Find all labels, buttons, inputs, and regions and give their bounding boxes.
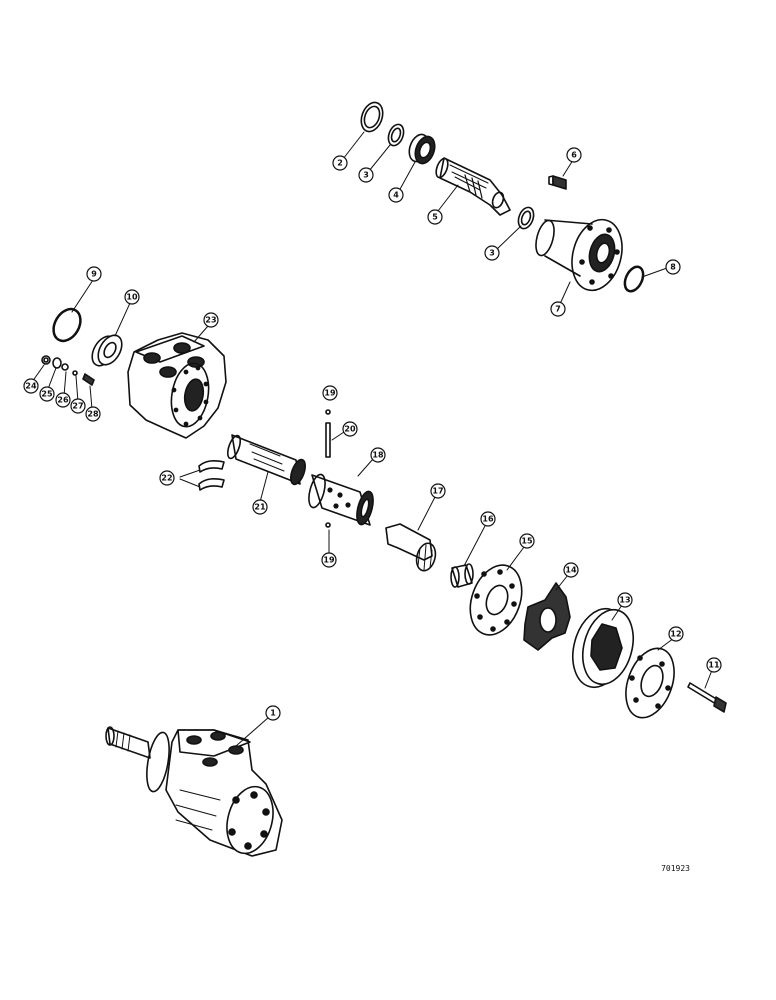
callout-label-12: 12 (670, 630, 681, 639)
washer-part-3-upper (387, 123, 405, 147)
spool-part-21 (226, 434, 306, 486)
callout-label-4: 4 (393, 191, 399, 200)
callout-label-22: 22 (161, 474, 172, 483)
snap-ring-part-2 (360, 101, 384, 133)
callout-label-14: 14 (565, 566, 577, 575)
callout-label-10: 10 (126, 293, 138, 302)
callout-label-6: 6 (571, 151, 577, 160)
small-parts-24-28 (41, 355, 95, 386)
callout-label-27: 27 (72, 402, 83, 411)
callout-label-8: 8 (670, 263, 676, 272)
ball-part-19-upper (325, 409, 331, 415)
callout-label-26: 26 (57, 396, 69, 405)
callout-label-28: 28 (87, 410, 99, 419)
callout-label-3-lower: 3 (489, 249, 495, 258)
callout-circles (23, 147, 722, 721)
callout-label-13: 13 (619, 596, 630, 605)
callout-label-5: 5 (432, 213, 438, 222)
callout-label-17: 17 (432, 487, 443, 496)
callout-label-21: 21 (254, 503, 266, 512)
cap-screw-part-11 (687, 682, 727, 713)
o-ring-part-9 (52, 307, 82, 343)
callout-label-24: 24 (25, 382, 37, 391)
leader-lines (31, 131, 713, 747)
callout-label-1: 1 (270, 709, 276, 718)
pin-part-20 (325, 422, 331, 458)
fitting-part-6 (548, 175, 567, 190)
callout-label-25: 25 (41, 390, 53, 399)
bearing-part-4 (408, 133, 436, 165)
callout-label-2: 2 (337, 159, 343, 168)
callout-label-11: 11 (708, 661, 720, 670)
centering-springs-part-22 (198, 460, 225, 491)
washer-part-3-lower (517, 206, 535, 230)
seal-part-10 (91, 334, 123, 367)
sleeve-part-18 (308, 473, 374, 526)
valve-housing-part-23 (127, 332, 227, 439)
callout-label-18: 18 (372, 451, 384, 460)
callout-label-15: 15 (521, 537, 533, 546)
o-ring-part-8 (623, 265, 645, 293)
spacer-plate-part-15 (469, 564, 523, 636)
column-housing-part-7 (535, 218, 623, 292)
callout-label-20: 20 (344, 425, 356, 434)
gerotor-ring-part-13 (572, 607, 634, 689)
input-shaft-part-5 (435, 157, 511, 216)
ball-part-19-lower (325, 522, 331, 528)
figure-reference-code: 701923 (661, 864, 690, 873)
callout-label-9: 9 (91, 270, 97, 279)
steering-unit-assembly-part-1 (105, 726, 283, 857)
callout-label-19-lower: 19 (323, 556, 335, 565)
callout-label-19-upper: 19 (324, 389, 336, 398)
gerotor-star-part-14 (523, 582, 571, 651)
drive-part-17 (385, 523, 437, 572)
callout-label-23: 23 (205, 316, 216, 325)
callout-label-7: 7 (555, 305, 561, 314)
end-cap-part-12 (625, 647, 675, 719)
spacer-part-16 (450, 563, 474, 588)
callout-label-3-upper: 3 (363, 171, 369, 180)
callout-label-16: 16 (482, 515, 494, 524)
